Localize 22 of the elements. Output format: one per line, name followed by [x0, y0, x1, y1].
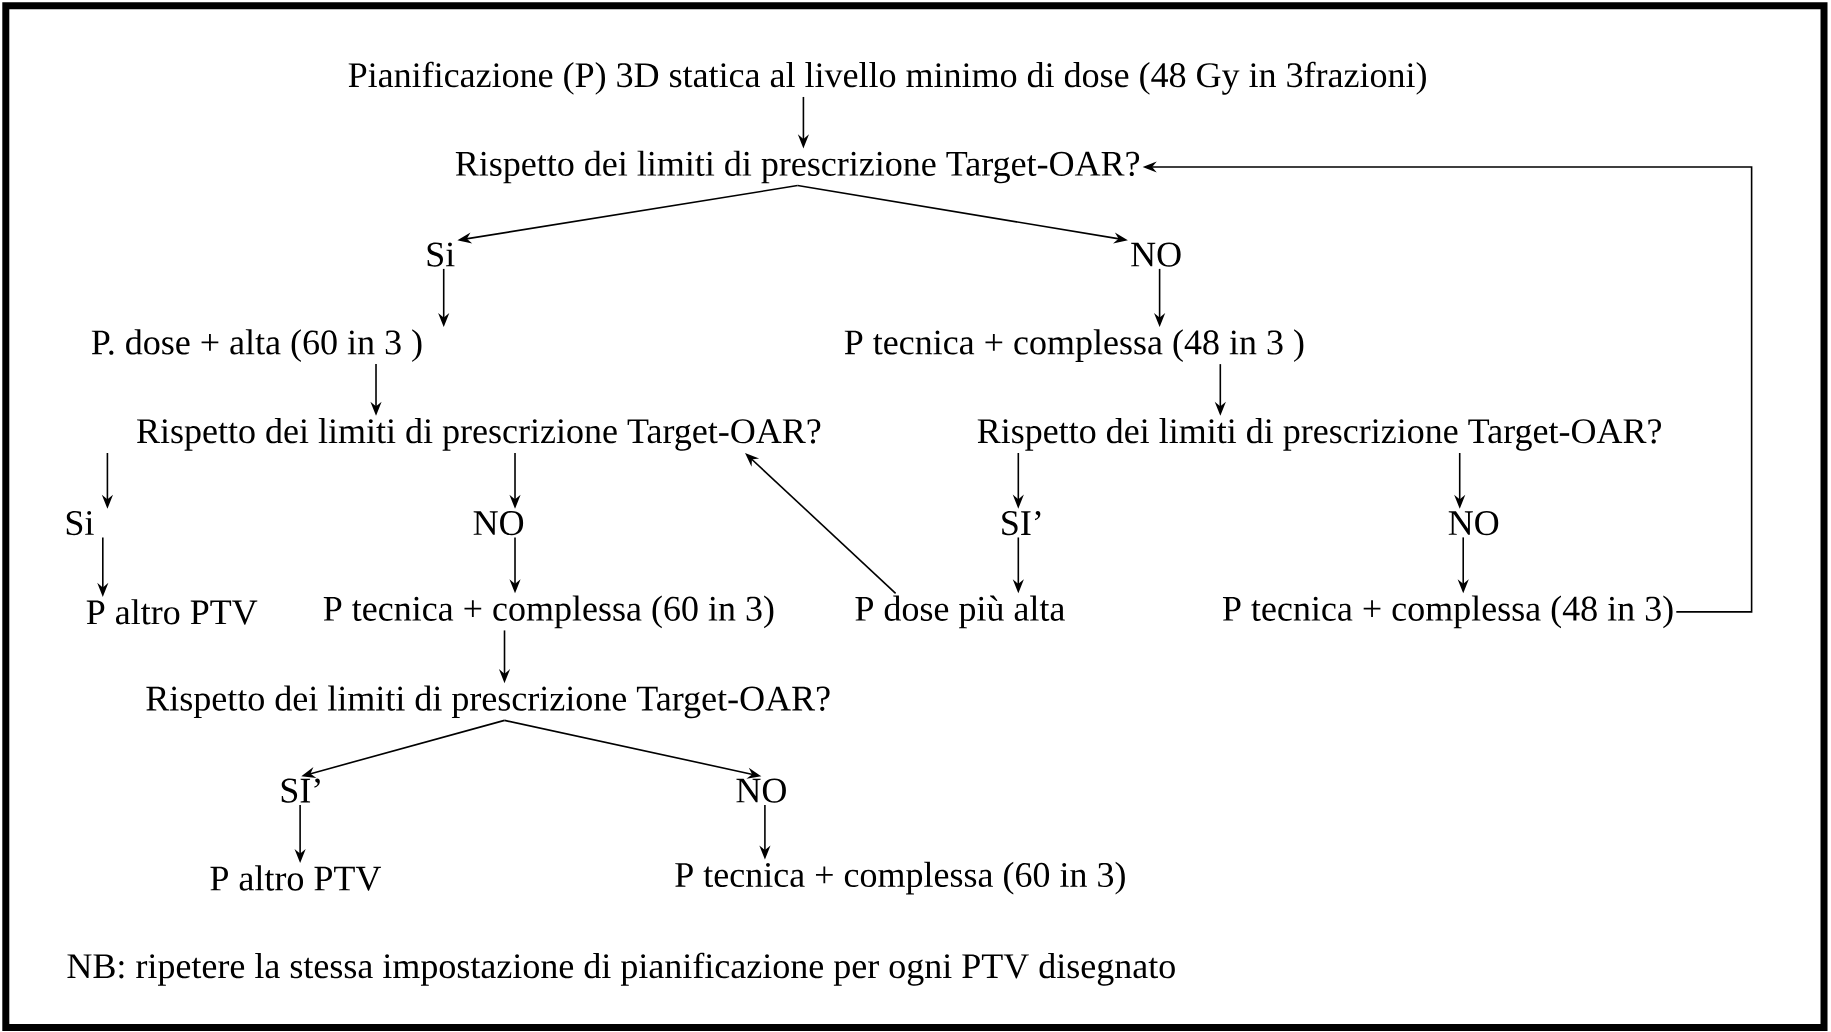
- question-text: Rispetto dei limiti di prescrizione Target-OAR?: [137, 418, 821, 451]
- step-text: P tecnica + complessa (60 in 3): [675, 861, 1125, 895]
- step-text: P altro PTV: [86, 599, 258, 625]
- step-text: P dose più alta: [855, 595, 1065, 629]
- step-text: P. dose + alta (60 in 3 ): [91, 329, 422, 362]
- step-text: P tecnica + complessa (48 in 3 ): [844, 329, 1304, 362]
- step-text: P tecnica + complessa (48 in 3): [1222, 595, 1673, 629]
- step-text: P tecnica + complessa (60 in 3): [323, 595, 774, 629]
- step-text: SI’: [1002, 510, 1041, 536]
- step-text: NO: [736, 778, 786, 803]
- question-text: Rispetto dei limiti di prescrizione Target-OAR?: [977, 418, 1661, 451]
- step-text: Si: [66, 511, 94, 536]
- step-text: SI’: [281, 778, 320, 803]
- question-text: Rispetto dei limiti di prescrizione Target-OAR?: [455, 150, 1140, 184]
- step-text: NO: [1131, 242, 1181, 267]
- question-text: Rispetto dei limiti di prescrizione Target-OAR?: [146, 685, 830, 719]
- step-text: NO: [473, 511, 524, 536]
- step-text: P altro PTV: [210, 865, 381, 891]
- step-text: NO: [1448, 511, 1499, 536]
- step-text: Si: [427, 242, 455, 267]
- step-text: Pianificazione (P) 3D statica al livello minimo di dose (48 Gy in 3frazioni): [348, 61, 1426, 95]
- note-text: NB: ripetere la stessa impostazione di pianificazione per ogni PTV disegnato: [67, 952, 1175, 986]
